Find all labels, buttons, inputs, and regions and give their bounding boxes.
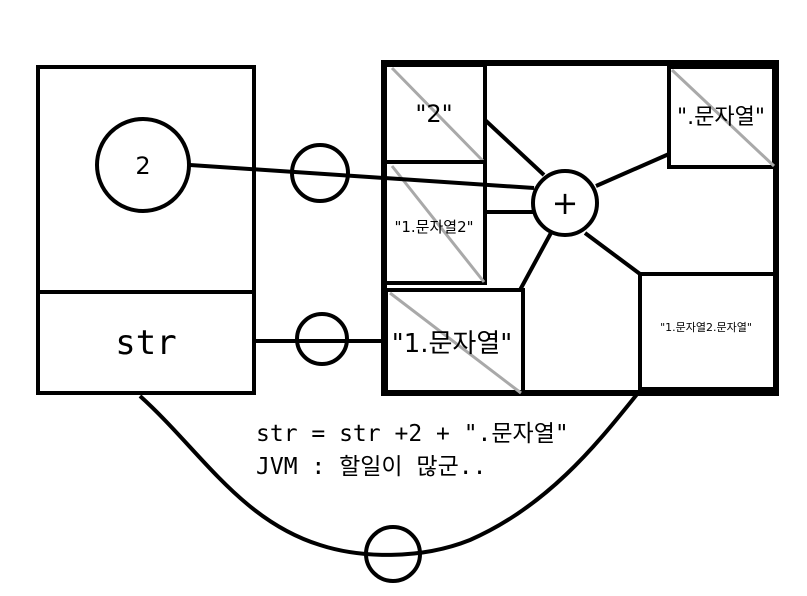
stack-panel: 2 str: [36, 65, 256, 395]
plus-operator-circle: [531, 169, 599, 237]
suffix-literal-label: ".문자열": [677, 105, 765, 130]
suffix-literal-strike: [670, 68, 776, 168]
value-circle: [95, 117, 191, 213]
variable-label: str: [115, 323, 176, 363]
original-label: "1.문자열": [392, 329, 513, 359]
result-label: "1.문자열2.문자열": [660, 321, 752, 334]
caption-note: JVM : 할일이 많군..: [256, 454, 486, 480]
connector-original: [518, 230, 554, 291]
connector-result: [583, 231, 642, 276]
suffix-literal-box: [667, 65, 776, 169]
intermediate-strike: [390, 165, 486, 283]
stack-box: [36, 65, 256, 395]
value-circle-label: 2: [135, 152, 150, 180]
heap-panel: "2" "1.문자열2" ".문자열" "1.문자열" "1.문자열2.문자열"…: [381, 60, 779, 396]
caption-code: str = str +2 + ".문자열": [256, 421, 569, 447]
reference-circle-middle: [295, 312, 349, 366]
intermediate-box: [382, 160, 487, 285]
original-strike: [389, 291, 522, 395]
literal-two-label: "2": [415, 100, 452, 128]
plus-operator-label: +: [552, 184, 579, 222]
reference-str-to-result-curve: [138, 391, 640, 557]
connector-suffix: [595, 152, 670, 188]
literal-two-strike: [390, 66, 486, 164]
caption: str = str +2 + ".문자열" JVM : 할일이 많군..: [256, 421, 569, 480]
reference-circle-bottom: [364, 525, 422, 583]
reference-circle-top: [290, 143, 350, 203]
connector-literal-two: [483, 118, 546, 177]
references: [138, 143, 640, 583]
reference-value-to-operator: [189, 163, 535, 190]
result-box: [638, 272, 778, 391]
intermediate-label: "1.문자열2": [394, 218, 473, 236]
